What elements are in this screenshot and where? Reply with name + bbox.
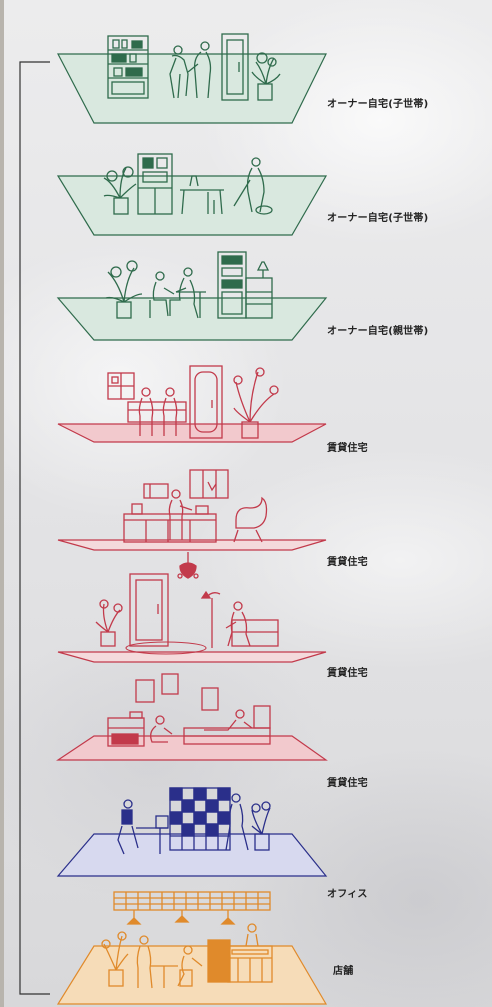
people-icon bbox=[225, 793, 249, 851]
door-icon bbox=[129, 573, 169, 647]
floor-6-plate bbox=[57, 651, 327, 663]
floor-label-9: 店舗 bbox=[333, 966, 354, 977]
floor-3 bbox=[56, 251, 328, 341]
floor-label-7: 賃貸住宅 bbox=[327, 778, 368, 789]
floor-2-plate bbox=[56, 175, 328, 236]
cabinet-icon bbox=[137, 153, 173, 215]
plant-icon bbox=[95, 599, 123, 647]
door-icon bbox=[189, 365, 223, 439]
people-icon bbox=[233, 157, 273, 215]
floor-3-plate bbox=[56, 297, 328, 341]
floor-label-5: 賃貸住宅 bbox=[327, 557, 368, 568]
plant-icon bbox=[233, 367, 279, 439]
floor-7-plate bbox=[56, 735, 328, 761]
people-icon bbox=[138, 387, 178, 436]
floor-9 bbox=[56, 891, 328, 1005]
people-icon bbox=[225, 601, 251, 647]
floor-7 bbox=[56, 673, 328, 761]
plant-icon bbox=[251, 52, 281, 101]
desk-icon bbox=[117, 799, 169, 855]
floor-label-3: オーナー自宅(親世帯) bbox=[327, 326, 429, 337]
bracket bbox=[19, 61, 50, 995]
table-icon bbox=[176, 291, 206, 318]
frame-icon bbox=[135, 673, 219, 711]
floor-8-plate bbox=[56, 833, 328, 877]
chair-icon bbox=[233, 496, 268, 543]
floor-label-6: 賃貸住宅 bbox=[327, 668, 368, 679]
plant-icon bbox=[103, 166, 137, 215]
bookshelf-icon bbox=[107, 35, 149, 99]
cabinet-icon bbox=[217, 251, 273, 319]
floor-8 bbox=[56, 787, 328, 877]
grid-shelf-icon bbox=[169, 787, 231, 851]
floor-1-plate bbox=[57, 53, 327, 124]
floor-1 bbox=[57, 33, 327, 124]
floor-4 bbox=[57, 365, 327, 443]
bed-icon bbox=[183, 705, 271, 745]
sofa-icon bbox=[231, 619, 279, 647]
floor-4-plate bbox=[57, 423, 327, 443]
floor-label-4: 賃貸住宅 bbox=[327, 443, 368, 454]
floor-5 bbox=[57, 469, 327, 551]
table-icon bbox=[150, 965, 193, 988]
plant-icon bbox=[105, 260, 143, 319]
floor-6 bbox=[57, 552, 327, 663]
chandelier-icon bbox=[177, 552, 199, 579]
counter-icon bbox=[207, 939, 273, 983]
pendant-lamps-icon bbox=[126, 910, 236, 925]
left-edge-strip bbox=[0, 0, 4, 1007]
people-icon bbox=[168, 489, 193, 540]
floor-label-8: オフィス bbox=[327, 889, 368, 900]
window-icon bbox=[189, 469, 229, 499]
people-icon bbox=[150, 709, 253, 743]
rug-icon bbox=[125, 641, 207, 655]
table-icon bbox=[180, 175, 224, 215]
frame-icon bbox=[107, 372, 135, 400]
people-icon bbox=[136, 923, 259, 989]
plant-icon bbox=[101, 931, 129, 987]
lamp-icon bbox=[200, 590, 221, 648]
floor-label-1: オーナー自宅(子世帯) bbox=[327, 99, 429, 110]
plant-icon bbox=[251, 801, 271, 851]
door-icon bbox=[221, 33, 249, 101]
floor-label-2: オーナー自宅(子世帯) bbox=[327, 213, 429, 224]
pergola-icon bbox=[113, 891, 271, 911]
desk-icon bbox=[107, 711, 145, 747]
floor-2 bbox=[56, 153, 328, 236]
people-icon bbox=[169, 41, 212, 99]
